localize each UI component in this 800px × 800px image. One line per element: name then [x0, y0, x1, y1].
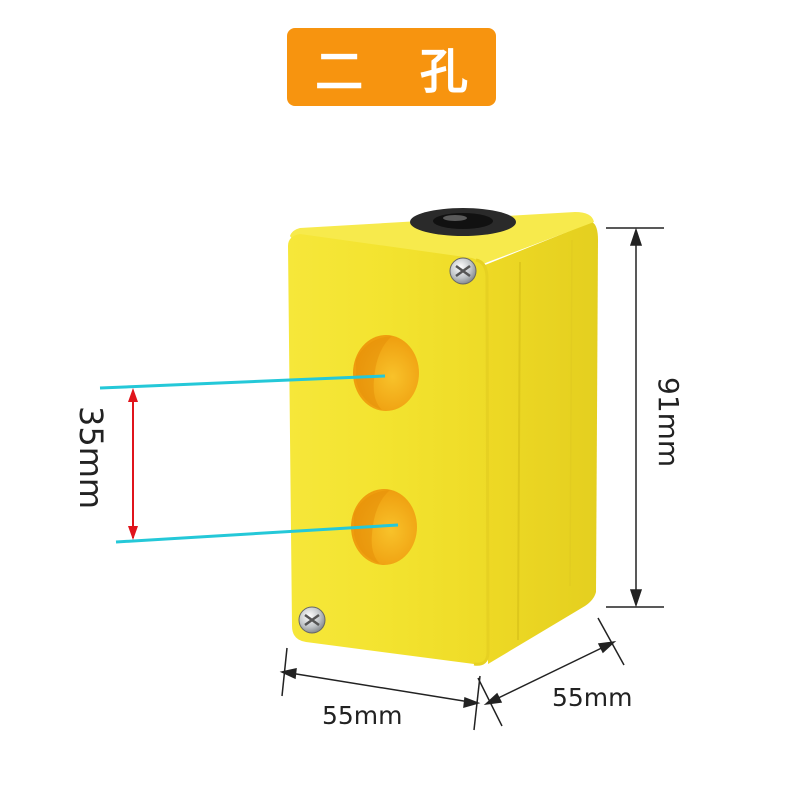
title-text: 二 孔	[315, 44, 488, 100]
screw-bottom-left	[298, 606, 326, 634]
button-hole-top-shadow	[356, 336, 392, 410]
width-dimension	[279, 647, 481, 731]
hole-spacing-label: 35mm	[72, 406, 110, 509]
cable-gland-inner	[433, 213, 493, 229]
box-front-face	[288, 234, 488, 665]
depth-dimension	[477, 617, 625, 727]
guide-line-bottom	[115, 523, 399, 544]
box-side-seam	[517, 261, 521, 641]
title-badge: 二 孔	[287, 28, 496, 106]
width-label: 55mm	[322, 701, 403, 730]
height-dimension	[606, 227, 664, 608]
guide-line-top	[99, 374, 386, 390]
box-side-seam-2	[569, 239, 573, 587]
screw-top-right	[449, 257, 477, 285]
cable-gland-highlight	[443, 215, 467, 221]
depth-label: 55mm	[552, 683, 633, 712]
hole-spacing-arrow	[128, 388, 138, 540]
box-front-edge	[473, 258, 490, 666]
height-label: 91mm	[652, 377, 685, 467]
box-side-face	[485, 222, 598, 664]
